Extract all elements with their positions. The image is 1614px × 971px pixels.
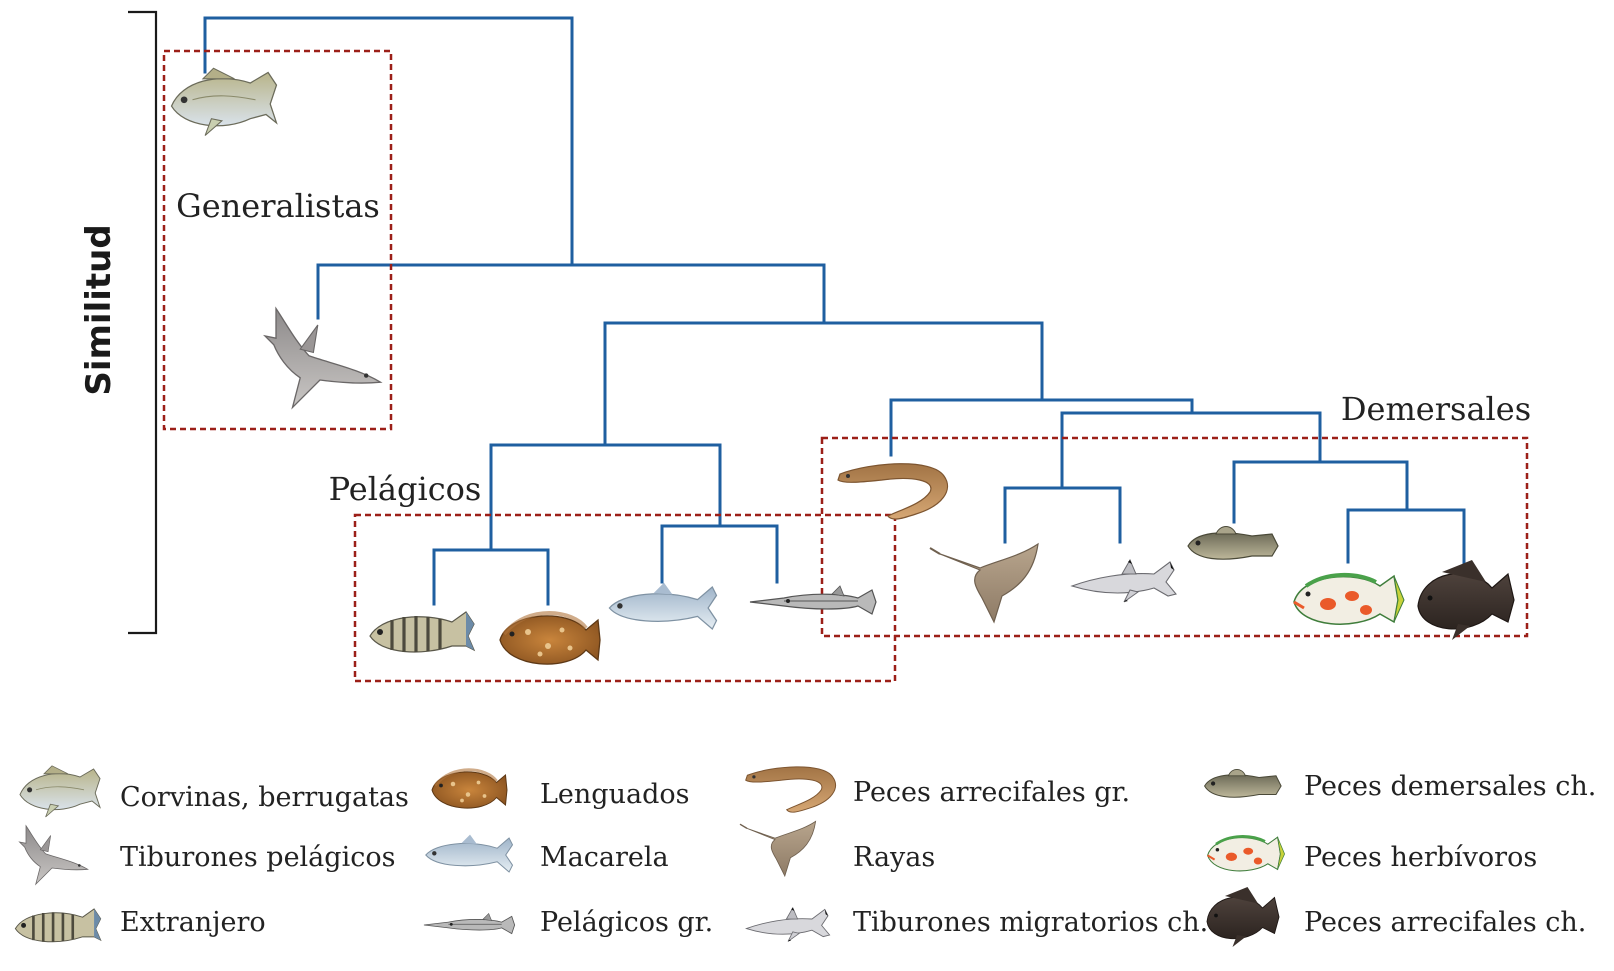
legend-label-croaker: Corvinas, berrugatas: [120, 782, 409, 813]
legend-label-pelagic-shark: Tiburones pelágicos: [120, 842, 395, 873]
legend-needlefish-icon: [424, 913, 515, 933]
legend-label-eel: Peces arrecifales gr.: [853, 777, 1130, 808]
pelagic-shark-icon: [265, 309, 381, 408]
axis-label: Similitud: [79, 224, 119, 395]
flounder-icon: [500, 613, 600, 664]
legend-damselfish-icon: [1207, 887, 1279, 947]
legend: Corvinas, berrugatas Tiburones pelágicos…: [15, 766, 1596, 947]
legend-mackerel-icon: [426, 835, 513, 872]
needlefish-icon: [750, 586, 876, 614]
axis-bracket: [128, 12, 156, 633]
mackerel-icon: [609, 583, 716, 629]
legend-label-ray: Rayas: [853, 842, 935, 873]
legend-flounder-icon: [432, 770, 507, 808]
parrotfish-icon: [1294, 575, 1404, 624]
legend-label-damselfish: Peces arrecifales ch.: [1304, 907, 1586, 938]
legend-blacktip-shark-icon: [746, 908, 829, 942]
legend-parrotfish-icon: [1208, 836, 1285, 870]
group-label-generalists: Generalistas: [176, 187, 380, 225]
legend-label-needlefish: Pelágicos gr.: [540, 907, 713, 938]
ray-icon: [930, 544, 1038, 622]
eel-icon: [838, 464, 948, 519]
legend-label-parrotfish: Peces herbívoros: [1304, 842, 1537, 873]
legend-striped-fish-icon: [15, 909, 100, 942]
blacktip-shark-icon: [1072, 560, 1176, 602]
legend-label-mackerel: Macarela: [540, 842, 669, 873]
legend-eel-icon: [746, 767, 836, 812]
legend-ray-icon: [740, 821, 816, 876]
legend-label-flounder: Lenguados: [540, 779, 689, 810]
legend-goby-icon: [1205, 769, 1282, 797]
croaker-icon: [172, 68, 277, 135]
dendrogram-tree: [205, 18, 1464, 604]
legend-croaker-icon: [20, 766, 100, 817]
group-label-demersal: Demersales: [1341, 390, 1531, 428]
legend-label-goby: Peces demersales ch.: [1304, 771, 1596, 802]
group-label-pelagic: Pelágicos: [329, 470, 482, 508]
striped-fish-icon: [370, 612, 474, 652]
legend-label-blacktip: Tiburones migratorios ch.: [853, 907, 1208, 938]
legend-pelagic-shark-icon: [19, 826, 87, 885]
legend-label-extranjero: Extranjero: [120, 907, 266, 938]
damselfish-icon: [1418, 560, 1514, 640]
goby-icon: [1188, 527, 1278, 560]
similarity-axis: Similitud: [79, 12, 156, 633]
